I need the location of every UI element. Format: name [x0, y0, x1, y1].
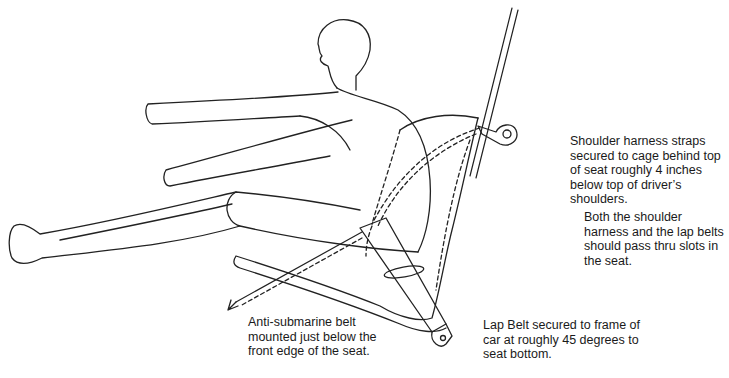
arm-outline	[164, 120, 352, 186]
back-outline	[337, 88, 430, 252]
thigh-outline	[227, 192, 418, 252]
arm-outline	[146, 92, 338, 124]
cage-bar	[470, 8, 512, 176]
head-outline	[318, 20, 370, 90]
callout-note: Anti-submarine belt mounted just below t…	[248, 315, 378, 359]
callout-note: Lap Belt secured to frame of car at roug…	[483, 318, 648, 362]
shoulder-strap	[372, 128, 480, 224]
anchor-hole	[441, 336, 446, 341]
anti-submarine-belt	[236, 232, 362, 302]
arm-outline	[300, 116, 350, 150]
anti-submarine-belt	[240, 238, 362, 306]
leg-outline	[9, 192, 240, 263]
seat-slot	[383, 264, 424, 281]
shoulder-strap	[378, 134, 476, 226]
anchor-arrow	[228, 300, 238, 310]
cage-bar	[476, 10, 518, 178]
seat-inner-edge	[436, 140, 470, 290]
leg-outline	[60, 204, 232, 240]
callout-note: Shoulder harness straps secured to cage …	[570, 134, 722, 207]
lap-belt	[360, 218, 446, 332]
lap-belt-anchor	[432, 324, 452, 346]
lap-belt-dashed	[366, 226, 372, 256]
harness-eye-hole	[503, 130, 511, 138]
seat-outline	[234, 118, 478, 331]
callout-note: Both the shoulder harness and the lap be…	[584, 210, 724, 268]
shoulder-strap	[372, 130, 400, 224]
harness-eye-bolt	[478, 125, 517, 145]
seat-top-edge	[400, 115, 478, 130]
